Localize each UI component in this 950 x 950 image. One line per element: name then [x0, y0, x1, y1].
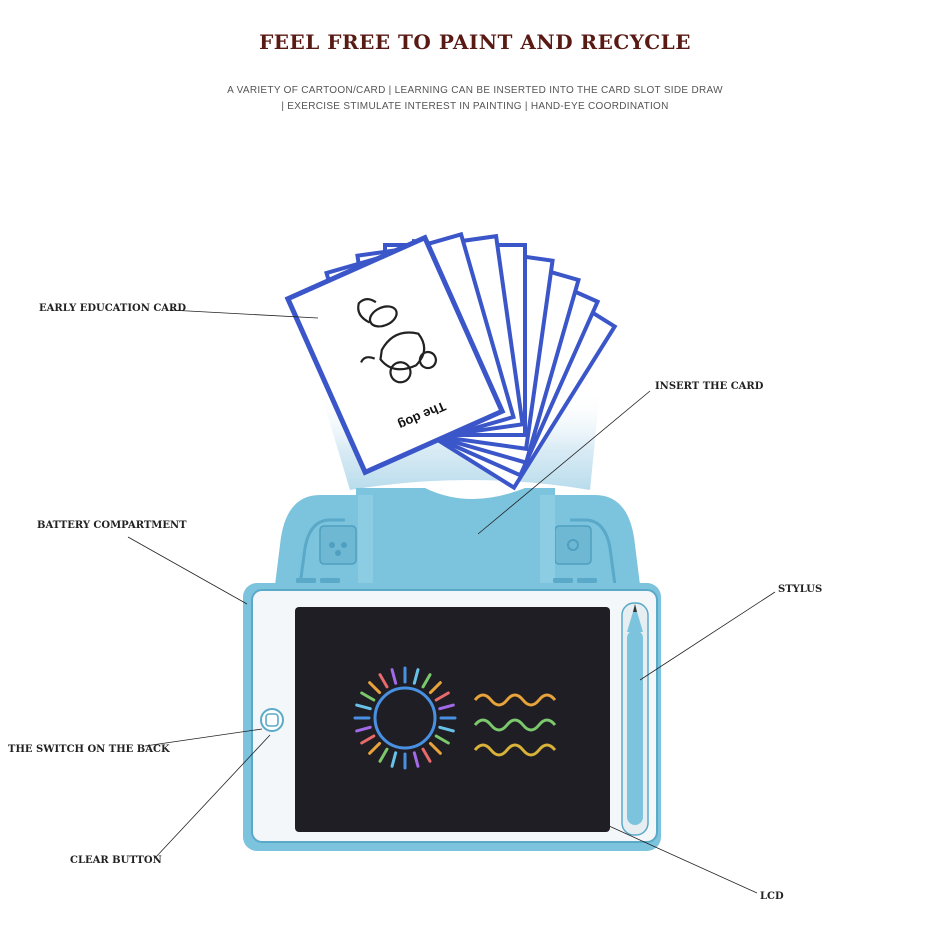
sun-ray	[438, 703, 455, 711]
stylus[interactable]	[627, 604, 643, 825]
sun-ray	[360, 734, 376, 745]
callout-battery-compartment: BATTERY COMPARTMENT	[37, 520, 187, 531]
callout-leader-lines	[127, 309, 776, 894]
sun-ray	[390, 751, 398, 768]
wave-2	[473, 718, 557, 732]
tablet-top-slot	[275, 488, 640, 586]
sun-ray	[368, 741, 382, 755]
sun-ray	[378, 747, 389, 763]
sun-ray	[434, 734, 450, 745]
callout-switch-on-back: THE SWITCH ON THE BACK	[8, 744, 170, 755]
callout-lcd: LCD	[760, 891, 784, 902]
callout-insert-the-card: INSERT THE CARD	[655, 381, 764, 392]
wave-1	[473, 693, 557, 707]
sun-ray	[428, 681, 442, 695]
callout-stylus: STYLUS	[778, 584, 823, 595]
clear-button[interactable]	[260, 708, 284, 732]
sun-ray	[355, 703, 372, 711]
early-education-cards: 6 8 The dog	[284, 231, 618, 491]
sun-ray	[378, 673, 389, 689]
callout-clear-button: CLEAR BUTTON	[70, 855, 162, 866]
sun-ray	[438, 725, 455, 733]
sun-ray	[355, 725, 372, 733]
subtitle-line-2: | EXERCISE STIMULATE INTEREST IN PAINTIN…	[281, 101, 669, 112]
sun-ray	[360, 691, 376, 702]
sun-ray	[412, 668, 420, 685]
callout-early-education-card: EARLY EDUCATION CARD	[39, 303, 187, 314]
sun-ray	[421, 673, 432, 689]
sun-ray	[390, 668, 398, 685]
tablet-body	[243, 578, 661, 851]
sun-drawing	[373, 686, 437, 750]
sun-ray	[368, 681, 382, 695]
sun-ray	[434, 691, 450, 702]
subtitle-line-1: A VARIETY OF CARTOON/CARD | LEARNING CAN…	[227, 85, 723, 96]
sun-ray	[412, 751, 420, 768]
sun-ray	[421, 747, 432, 763]
page-title: FEEL FREE TO PAINT AND RECYCLE	[259, 30, 691, 54]
sun-ray	[428, 741, 442, 755]
wave-3	[473, 743, 557, 757]
